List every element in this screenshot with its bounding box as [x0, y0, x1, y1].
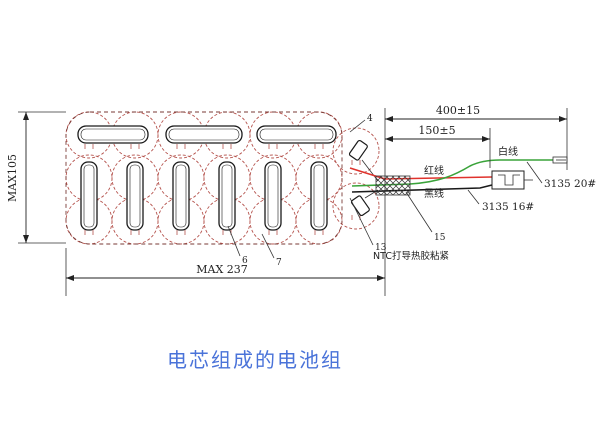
heat-shrink-sleeve	[375, 175, 411, 196]
inner-dimension-label: 150±5	[418, 124, 455, 137]
dimension-lines	[23, 112, 567, 281]
nickel-strip	[218, 161, 236, 231]
figure-caption: 电芯组成的电池组	[167, 348, 343, 372]
cell-marker	[314, 144, 324, 149]
cell-marker	[130, 144, 140, 149]
spec-upper-leader	[526, 161, 543, 184]
cell-marker	[130, 230, 140, 235]
nickel-strip	[310, 161, 328, 231]
ntc-note: NTC打导热胶粘紧	[373, 250, 449, 262]
nickel-strip-inner	[267, 164, 279, 228]
nickel-strips	[77, 125, 337, 231]
nickel-strip	[77, 125, 149, 144]
nickel-strip	[165, 125, 243, 144]
spec-lower-label: 3135 16#	[482, 201, 534, 213]
callout-15: 15	[434, 233, 446, 243]
top-dimension-label: 400±15	[436, 104, 480, 117]
spec-upper-label: 3135 20#	[544, 178, 596, 190]
cell-marker	[222, 144, 232, 149]
callout-6: 6	[242, 256, 248, 266]
nickel-strip-inner	[221, 164, 233, 228]
cell-marker	[351, 160, 361, 165]
nickel-strip	[80, 161, 98, 231]
callout-13: 13	[375, 243, 387, 253]
white-wire-label: 白线	[498, 145, 518, 158]
black-wire-label: 黑线	[424, 187, 444, 200]
nickel-strip	[256, 125, 337, 144]
connector-housing	[491, 170, 525, 190]
nickel-strip-inner	[313, 164, 325, 228]
ntc-sensor-top	[348, 139, 368, 161]
cell-marker	[268, 144, 278, 149]
callout-15-leader	[405, 191, 433, 233]
connector	[491, 170, 533, 190]
spec-lower-leader	[467, 189, 480, 205]
nickel-strip-inner	[80, 128, 146, 141]
white-wire	[351, 159, 553, 187]
callout-4-leader	[349, 119, 366, 133]
nickel-strip-inner	[129, 164, 141, 228]
side-dimension-label: MAX105	[6, 154, 19, 202]
cell-marker	[176, 230, 186, 235]
connector-latch	[498, 174, 520, 186]
nickel-strip-inner	[83, 164, 95, 228]
red-wire-label: 红线	[424, 164, 444, 177]
nickel-strip	[264, 161, 282, 231]
ntc-sensor-bottom	[350, 195, 370, 217]
cell-marker	[268, 230, 278, 235]
pack-outline	[65, 111, 343, 245]
callout-7: 7	[276, 258, 282, 268]
cell-marker	[176, 144, 186, 149]
battery-cell	[332, 127, 380, 175]
bottom-dimension-label: MAX 237	[196, 263, 248, 276]
nickel-strip	[172, 161, 190, 231]
nickel-strip-inner	[259, 128, 334, 141]
red-wire	[349, 167, 493, 180]
ntc-lead-top	[361, 159, 379, 182]
cell-marker	[314, 230, 324, 235]
battery-cell	[332, 182, 380, 230]
cell-marker	[84, 230, 94, 235]
callout-4: 4	[367, 114, 373, 124]
callout-13-leader	[349, 197, 374, 246]
nickel-strip	[126, 161, 144, 231]
wire-bundle	[349, 156, 568, 196]
cell-marker	[84, 144, 94, 149]
callout-7-leader	[261, 233, 275, 259]
ntc-sensors	[348, 139, 379, 217]
callout-6-leader	[227, 225, 241, 257]
nickel-strip-inner	[175, 164, 187, 228]
nickel-strip-inner	[168, 128, 240, 141]
